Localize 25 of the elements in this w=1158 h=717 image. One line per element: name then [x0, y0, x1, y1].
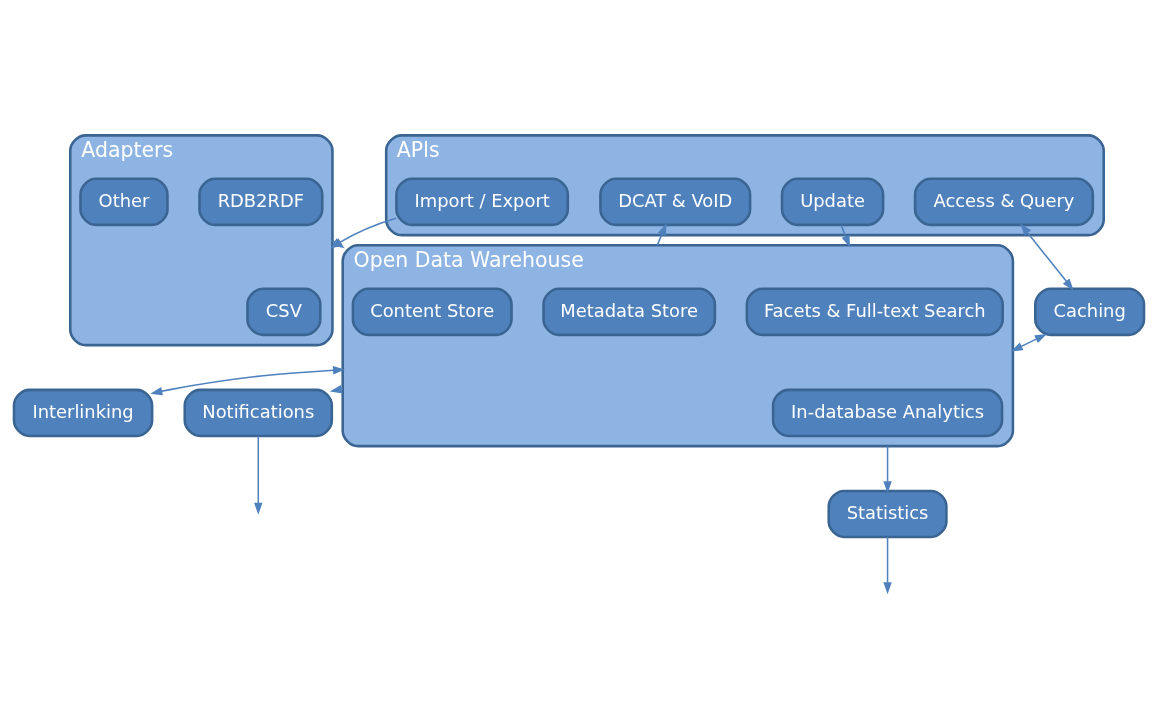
node-box: Update [780, 177, 885, 226]
arrow [330, 216, 397, 248]
arrow [150, 365, 345, 395]
node-box: In-database Analytics [771, 388, 1004, 437]
node-box: Content Store [351, 287, 513, 336]
node-box: CSV [246, 287, 322, 336]
node-box: Other [79, 177, 169, 226]
node-box: Access & Query [913, 177, 1095, 226]
node-box: Metadata Store [542, 287, 717, 336]
arrow [1010, 333, 1047, 352]
node-box: Caching [1034, 287, 1146, 336]
arrow [840, 224, 850, 247]
arrow [883, 444, 892, 493]
arrow [331, 237, 345, 248]
arrow [1020, 223, 1074, 290]
node-box: DCAT & VoID [599, 177, 752, 226]
node-box: RDB2RDF [198, 177, 324, 226]
arrow [329, 384, 344, 393]
node-box: Interlinking [12, 388, 154, 437]
node-box: Facets & Full-text Search [745, 287, 1004, 336]
node-box: Statistics [827, 489, 948, 538]
arrow [254, 434, 263, 515]
node-box: Notifications [183, 388, 334, 437]
node-box: Import / Export [395, 177, 570, 226]
arrow [883, 535, 892, 594]
